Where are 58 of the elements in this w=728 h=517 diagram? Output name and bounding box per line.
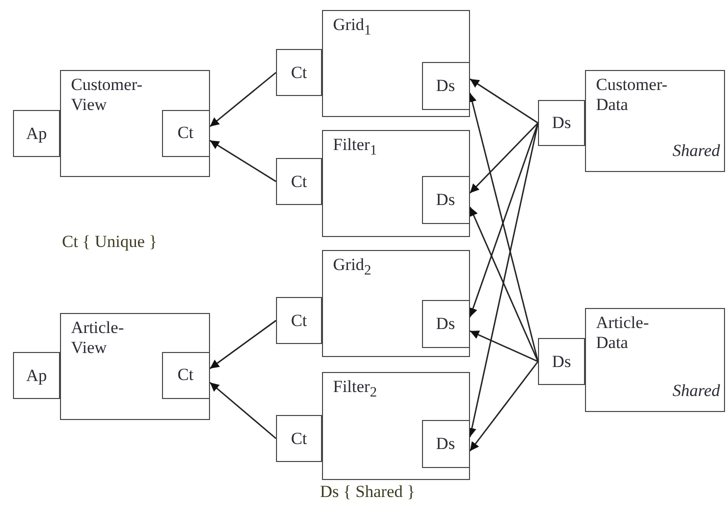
shared-note: Shared	[672, 141, 720, 161]
arrow	[470, 78, 538, 124]
port-box	[538, 338, 585, 385]
port-label: Ds	[551, 113, 572, 133]
component-title: Filter$_{1}$	[333, 135, 378, 160]
port-label: Ap	[25, 366, 48, 386]
arrow	[468, 122, 539, 318]
component-title: Customer- View	[71, 75, 144, 115]
port-label: Ds	[435, 190, 456, 210]
port-box	[13, 352, 60, 399]
port-box	[422, 62, 470, 110]
component-title: Grid$_{2}$	[333, 255, 372, 280]
component-title: Article- Data	[596, 313, 650, 353]
port-label: Ct	[290, 172, 308, 192]
component-title: Customer- Data	[596, 75, 668, 115]
port-box	[276, 415, 322, 462]
port-label: Ct	[290, 62, 308, 82]
arrow	[210, 140, 276, 182]
arrow	[210, 72, 276, 128]
port-box	[162, 110, 210, 156]
arrow	[210, 382, 276, 440]
component-box	[585, 70, 725, 172]
constraint-note: Ct { Unique }	[62, 232, 158, 252]
port-box	[276, 158, 322, 205]
component-box	[322, 372, 470, 480]
port-box	[422, 420, 470, 468]
arrow	[470, 330, 538, 362]
port-label: Ds	[435, 314, 456, 334]
port-label: Ct	[176, 365, 195, 385]
component-title: Filter$_{2}$	[333, 377, 378, 402]
constraint-note: Ds { Shared }	[320, 482, 416, 502]
port-label: Ds	[551, 352, 572, 372]
port-label: Ct	[290, 310, 308, 330]
port-label: Ds	[435, 76, 456, 96]
component-box	[585, 308, 725, 412]
arrow	[470, 122, 538, 194]
component-box	[322, 10, 470, 117]
component-title: Article- View	[71, 318, 125, 358]
port-box	[13, 110, 60, 157]
shared-note: Shared	[672, 381, 720, 401]
component-box	[322, 250, 470, 357]
port-box	[276, 297, 322, 344]
component-title: Grid$_{1}$	[333, 15, 372, 40]
arrow	[469, 206, 539, 362]
port-label: Ds	[435, 434, 456, 454]
port-box	[162, 352, 210, 398]
port-box	[422, 300, 470, 348]
arrow	[469, 361, 539, 452]
component-box	[322, 130, 470, 237]
port-box	[422, 176, 470, 224]
port-box	[276, 49, 322, 96]
port-box	[538, 100, 585, 146]
component-box	[60, 70, 210, 177]
port-label: Ct	[176, 123, 195, 143]
component-box	[60, 313, 210, 420]
port-label: Ap	[25, 124, 48, 144]
arrow	[210, 320, 276, 370]
port-label: Ct	[290, 428, 308, 448]
